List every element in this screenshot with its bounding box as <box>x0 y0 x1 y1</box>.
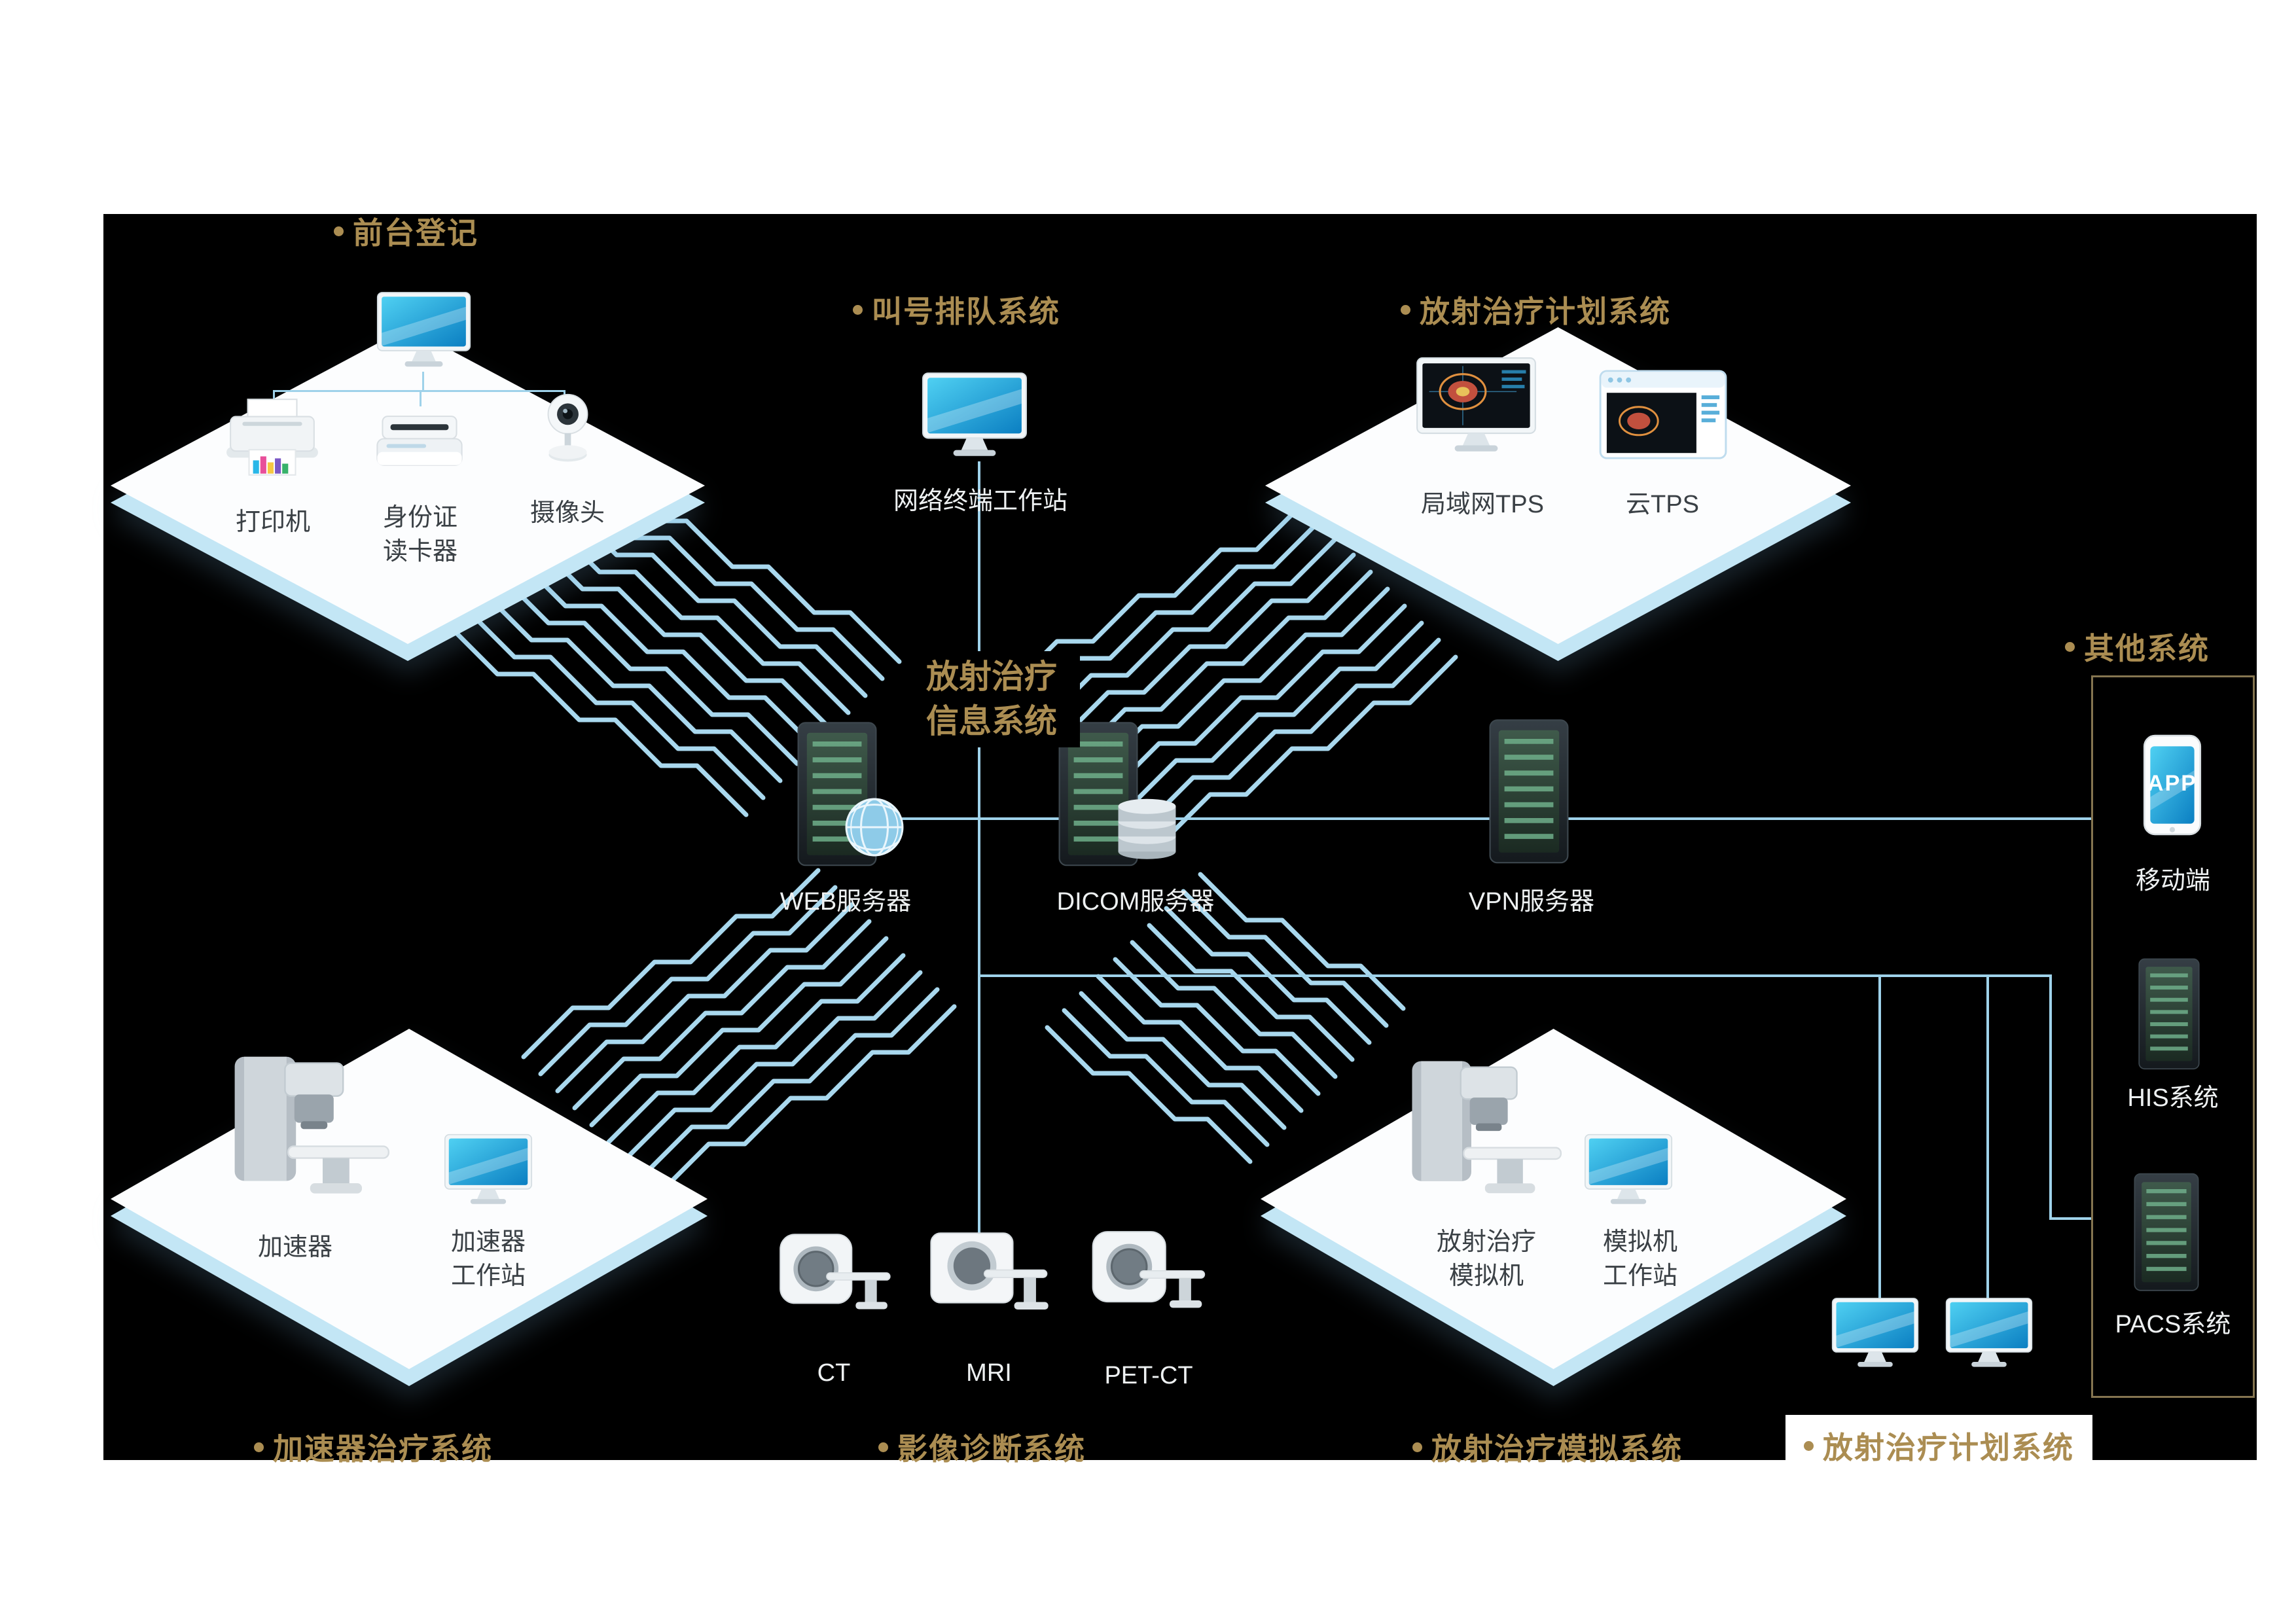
bracket-line-idreader <box>420 392 422 406</box>
id-card-reader-icon <box>373 411 466 480</box>
webcam-icon <box>539 391 597 469</box>
bullet-icon <box>1412 1442 1422 1452</box>
pacs-server-icon <box>2131 1171 2202 1295</box>
platform-tps <box>1265 327 1851 661</box>
printer-icon <box>223 398 322 479</box>
database-stack-icon <box>1113 789 1181 863</box>
bullet-icon <box>2065 641 2075 652</box>
section-title-text: 放射治疗计划系统 <box>1420 294 1671 329</box>
platform-accelerator <box>111 1029 708 1386</box>
section-title-text: 叫号排队系统 <box>872 294 1060 329</box>
bullet-icon <box>254 1442 264 1452</box>
bullet-icon <box>878 1442 888 1452</box>
web-server-label: WEB服务器 <box>780 888 912 916</box>
cloud-tps-window-icon <box>1599 370 1727 459</box>
bullet-icon <box>1804 1440 1814 1451</box>
globe-icon <box>844 797 905 857</box>
section-title-text: 放射治疗计划系统 <box>1823 1431 2074 1465</box>
section-title-text: 其他系统 <box>2084 632 2210 666</box>
webcam-label: 摄像头 <box>529 499 605 527</box>
section-title-imaging: 影像诊断系统 <box>878 1425 1086 1469</box>
bracket-line-monitor <box>422 372 424 391</box>
connector-line-to-other-box <box>2049 1217 2091 1220</box>
section-title-front-desk: 前台登记 <box>334 209 478 253</box>
reception-monitor-icon <box>376 291 471 370</box>
other-systems-box <box>2091 675 2255 1398</box>
lan-tps-monitor-icon <box>1416 357 1537 457</box>
section-title-rtis-center: 放射治疗 信息系统 <box>903 651 1080 747</box>
mri-label: MRI <box>966 1359 1012 1387</box>
accelerator-workstation-label: 加速器 工作站 <box>450 1228 526 1291</box>
rt-simulator-machine-icon <box>1391 1050 1581 1210</box>
section-title-text: 加速器治疗系统 <box>273 1432 493 1466</box>
connector-line-monitor-drop-2 <box>1986 974 1989 1305</box>
section-title-simulation: 放射治疗模拟系统 <box>1412 1425 1683 1469</box>
section-title-accelerator: 加速器治疗系统 <box>254 1425 493 1469</box>
bullet-icon <box>853 304 863 315</box>
platform-top <box>111 327 705 644</box>
his-label: HIS系统 <box>2127 1084 2219 1112</box>
tps-client-monitor-icon-1 <box>1831 1297 1919 1370</box>
linac-accelerator-icon <box>213 1046 409 1211</box>
connector-line-servers <box>818 817 2091 820</box>
tps-client-monitor-icon-2 <box>1945 1297 2033 1370</box>
mobile-label: 移动端 <box>2135 867 2210 895</box>
platform-top <box>111 1029 708 1369</box>
simulator-workstation-monitor-icon <box>1584 1133 1673 1207</box>
ct-label: CT <box>817 1359 851 1387</box>
section-title-tps-top: 放射治疗计划系统 <box>1401 288 1671 331</box>
connector-line-lower-horizontal <box>978 974 2052 977</box>
platform-simulation <box>1261 1029 1846 1386</box>
cloud-tps-label: 云TPS <box>1626 491 1699 518</box>
dicom-server-label: DICOM服务器 <box>1056 888 1215 916</box>
printer-label: 打印机 <box>235 508 310 536</box>
section-title-queue: 叫号排队系统 <box>853 288 1060 331</box>
platform-top <box>1265 327 1851 644</box>
section-title-text: 影像诊断系统 <box>897 1432 1086 1466</box>
connector-line-monitor-drop-1 <box>1878 974 1881 1305</box>
id-card-reader-label: 身份证 读卡器 <box>382 504 457 566</box>
vpn-server-icon <box>1486 717 1572 868</box>
pet-ct-label: PET-CT <box>1104 1362 1193 1389</box>
connector-line-right-vertical <box>2049 974 2052 1220</box>
pacs-label: PACS系统 <box>2115 1311 2231 1338</box>
section-title-text: 放射治疗模拟系统 <box>1431 1432 1683 1466</box>
pet-ct-scanner-icon <box>1083 1229 1211 1323</box>
vpn-server-label: VPN服务器 <box>1468 888 1595 916</box>
accelerator-workstation-monitor-icon <box>444 1133 533 1207</box>
section-title-text: 前台登记 <box>353 216 478 250</box>
bullet-icon <box>1401 304 1410 315</box>
network-terminal-label: 网络终端工作站 <box>893 488 1067 515</box>
network-terminal-monitor-icon <box>922 372 1028 459</box>
section-title-tps-bottom: 放射治疗计划系统 <box>1785 1415 2092 1476</box>
lan-tps-label: 局域网TPS <box>1421 491 1544 518</box>
section-title-other-systems: 其他系统 <box>2065 625 2210 668</box>
ct-scanner-icon <box>771 1232 897 1325</box>
rt-simulator-label: 放射治疗 模拟机 <box>1436 1228 1536 1291</box>
app-badge: APP <box>2147 771 2197 796</box>
platform-front-desk <box>111 327 705 661</box>
his-server-icon <box>2136 957 2202 1073</box>
bracket-line-horizontal <box>273 390 565 392</box>
mri-scanner-icon <box>924 1229 1054 1325</box>
accelerator-label: 加速器 <box>257 1234 332 1261</box>
connector-line-center-vertical <box>978 461 980 1270</box>
simulator-workstation-label: 模拟机 工作站 <box>1602 1228 1677 1291</box>
bullet-icon <box>334 226 344 236</box>
